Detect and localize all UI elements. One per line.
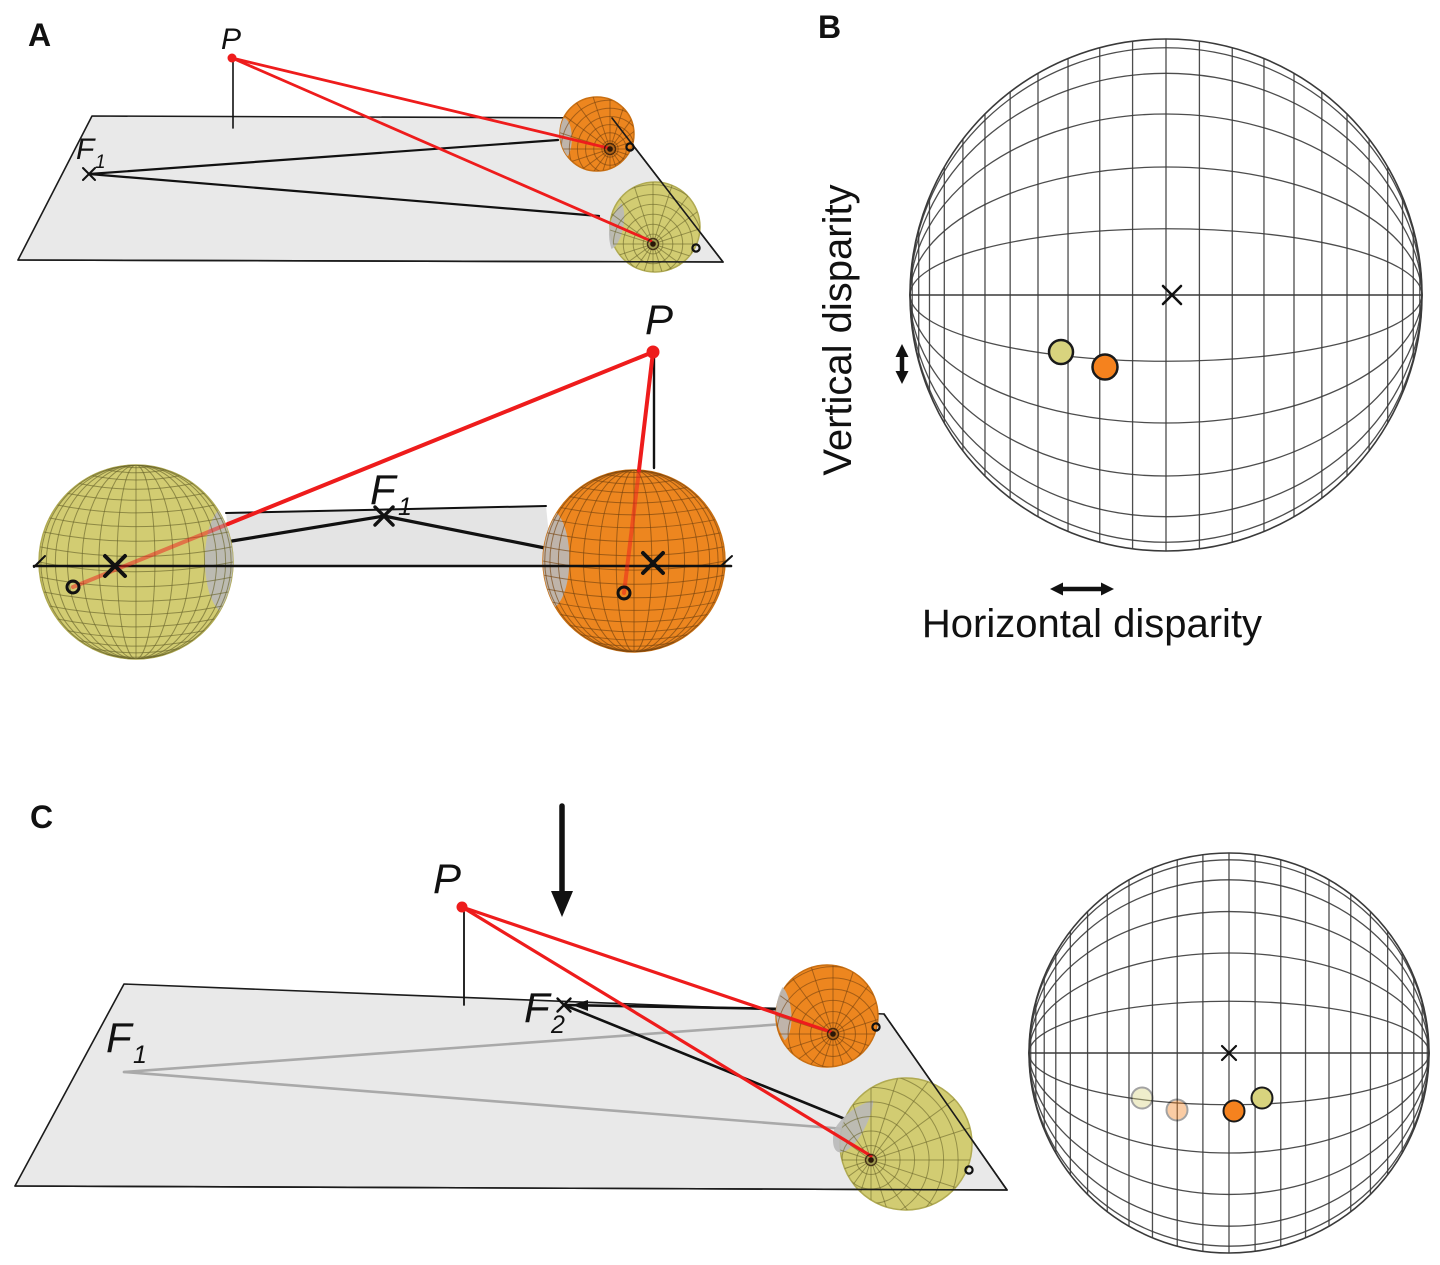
fixation-cross bbox=[1161, 284, 1183, 306]
f1-fixation-cross bbox=[82, 167, 96, 181]
panel-a-overhead-view bbox=[32, 345, 733, 660]
retina-cross-orange bbox=[641, 551, 665, 575]
down-arrow-head bbox=[551, 891, 573, 917]
eye-grid bbox=[543, 470, 725, 652]
retina-o-yellow bbox=[65, 579, 81, 595]
horizontal-disparity-arrow bbox=[1050, 582, 1114, 596]
gaze-arrowhead bbox=[572, 1000, 588, 1011]
disparity-dot-yellow bbox=[1130, 1086, 1154, 1110]
fovea-dot bbox=[868, 1157, 874, 1163]
fixation-cross bbox=[1220, 1044, 1238, 1062]
retina-cross-yellow bbox=[103, 554, 127, 578]
projection-o-mark bbox=[691, 243, 701, 253]
eye-orange-overhead bbox=[542, 469, 726, 653]
disparity-dot-yellow bbox=[1250, 1086, 1274, 1110]
disparity-dot-orange bbox=[1165, 1098, 1189, 1122]
f1-fixation-cross bbox=[373, 505, 395, 527]
panel-b-label: B bbox=[818, 9, 841, 45]
eye-marks bbox=[864, 1153, 974, 1175]
c-f1-sub: 1 bbox=[133, 1041, 147, 1069]
vertical-disparity-arrow bbox=[895, 344, 909, 384]
eye-grid bbox=[560, 97, 634, 171]
a-top-f1-label: F bbox=[76, 133, 96, 166]
c-f2-label: F bbox=[524, 984, 552, 1031]
fovea-dot bbox=[650, 241, 656, 247]
projection-o-mark bbox=[871, 1022, 881, 1032]
b-vertical-axis-label: Vertical disparity bbox=[816, 184, 860, 475]
c-f2-sub: 2 bbox=[550, 1011, 565, 1039]
point-p-dot bbox=[456, 901, 468, 913]
a-top-f1-sub: 1 bbox=[95, 152, 106, 173]
eye-yellow-c bbox=[832, 1077, 973, 1211]
disparity-sphere-small bbox=[1028, 852, 1430, 1254]
disparity-dot-orange bbox=[1091, 353, 1119, 381]
eye-cornea-cap bbox=[543, 509, 570, 610]
b-horizontal-axis-label: Horizontal disparity bbox=[922, 602, 1262, 646]
point-p-dot bbox=[646, 345, 660, 359]
a-bottom-point-p-label: P bbox=[645, 296, 673, 343]
eye-cornea-cap bbox=[204, 506, 233, 614]
a-top-point-p-label: P bbox=[221, 23, 241, 56]
panel-b-disparity-sphere bbox=[895, 38, 1423, 596]
point-p-dot bbox=[227, 53, 237, 63]
a-bottom-f1-label: F bbox=[370, 466, 398, 513]
disparity-dot-orange bbox=[1222, 1099, 1246, 1123]
fovea-dot bbox=[607, 146, 613, 152]
disparity-dot-yellow bbox=[1047, 338, 1075, 366]
panel-c-view bbox=[14, 803, 1430, 1254]
eye-yellow-overhead bbox=[38, 464, 234, 660]
fovea-dot bbox=[830, 1031, 836, 1037]
panel-a-top-view bbox=[17, 53, 724, 273]
c-point-p-label: P bbox=[433, 855, 461, 902]
c-f1-label: F bbox=[106, 1014, 134, 1061]
eye-marks bbox=[603, 142, 635, 156]
projection-o-mark bbox=[625, 142, 635, 152]
a-bottom-f1-sub: 1 bbox=[398, 493, 412, 521]
retina-o-orange bbox=[616, 585, 632, 601]
eye-yellow-a-top bbox=[602, 181, 701, 273]
eye-marks bbox=[646, 237, 701, 253]
eye-marks bbox=[826, 1022, 881, 1041]
projection-o-mark bbox=[964, 1165, 974, 1175]
disparity-sphere bbox=[909, 38, 1423, 552]
panel-c-label: C bbox=[30, 799, 53, 835]
eye-orange-a-top bbox=[559, 96, 635, 172]
plane-edge-on bbox=[226, 506, 552, 566]
f2-fixation-cross bbox=[556, 997, 572, 1013]
panel-a-label: A bbox=[28, 17, 51, 53]
